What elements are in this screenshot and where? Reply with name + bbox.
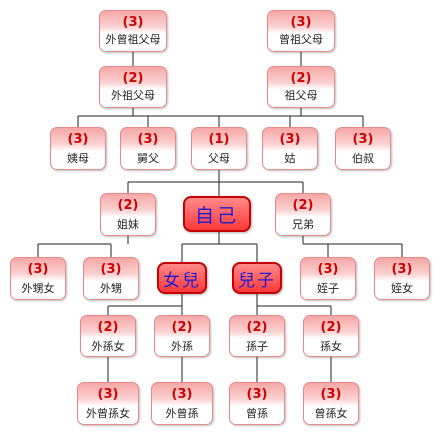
node-degree: (2) [290,71,312,86]
node-degree: (3) [27,262,49,277]
node-degree: (2) [122,71,144,86]
node-degree: (3) [320,387,342,402]
node-label: 外祖父母 [111,89,155,102]
node-degree: (3) [97,387,119,402]
node-sunzi: (2) 孫子 [229,315,285,357]
node-son: 兒子 [232,262,282,294]
node-label: 外孫女 [91,340,125,353]
node-waizengsun: (3) 外曾孫 [151,382,213,425]
node-label: 外甥女 [21,282,55,295]
node-label: 孫女 [320,340,342,353]
node-label: 曾祖父母 [279,33,323,46]
node-label: 外曾祖父母 [105,33,161,46]
node-zengzu: (3) 曾祖父母 [267,10,335,52]
node-label: 父母 [208,152,230,165]
node-self: 自己 [183,196,251,232]
node-degree: (3) [352,132,374,147]
node-label: 姨母 [67,152,89,165]
node-degree: (3) [171,387,193,402]
node-zengsun: (3) 曾孫 [229,382,285,425]
node-degree: (3) [290,15,312,30]
node-label: 姐妹 [117,218,139,231]
node-label: 外孫 [171,340,193,353]
node-degree: (3) [391,262,413,277]
node-label: 兄弟 [292,218,314,231]
node-label: 伯叔 [352,152,374,165]
node-waisun: (2) 外孫 [154,315,210,357]
node-degree: (3) [67,132,89,147]
node-degree: (3) [137,132,159,147]
node-zimei: (2) 姐妹 [100,193,156,236]
node-degree: (2) [320,320,342,335]
node-degree: (3) [317,262,339,277]
node-zhinv: (3) 姪女 [374,257,430,300]
node-waisunnv: (2) 外孫女 [80,315,136,357]
node-label: 姪子 [317,282,339,295]
node-label: 孫子 [246,340,268,353]
node-zengsunnv: (3) 曾孫女 [303,382,359,425]
node-label: 舅父 [137,152,159,165]
node-label: 姑 [284,152,296,165]
node-waizengsunnv: (3) 外曾孫女 [77,382,139,425]
node-degree: (3) [122,15,144,30]
node-label: 曾孫女 [314,407,348,420]
node-degree: (2) [171,320,193,335]
node-yimu: (3) 姨母 [50,127,106,170]
node-waisheng: (3) 外甥 [83,257,139,300]
node-degree: (2) [117,198,139,213]
node-boshu: (3) 伯叔 [335,127,391,170]
node-jiufu: (3) 舅父 [120,127,176,170]
node-waizengzu: (3) 外曾祖父母 [99,10,167,52]
node-zu: (2) 祖父母 [267,66,335,108]
node-fumu: (1) 父母 [191,127,247,170]
node-degree: (3) [246,387,268,402]
node-daughter: 女兒 [157,262,207,294]
node-xiongdi: (2) 兄弟 [275,193,331,236]
node-label: 姪女 [391,282,413,295]
node-gu: (3) 姑 [262,127,318,170]
node-degree: (1) [208,132,230,147]
node-label: 祖父母 [284,89,318,102]
node-waishengnv: (3) 外甥女 [10,257,66,300]
node-label: 外甥 [100,282,122,295]
node-degree: (2) [97,320,119,335]
node-degree: (2) [246,320,268,335]
node-label: 外曾孫 [165,407,199,420]
node-degree: (3) [100,262,122,277]
node-degree: (3) [279,132,301,147]
node-label: 曾孫 [246,407,268,420]
node-zhizi: (3) 姪子 [300,257,356,300]
node-sunnv: (2) 孫女 [303,315,359,357]
node-degree: (2) [292,198,314,213]
node-label: 外曾孫女 [86,407,130,420]
node-waizu: (2) 外祖父母 [99,66,167,108]
